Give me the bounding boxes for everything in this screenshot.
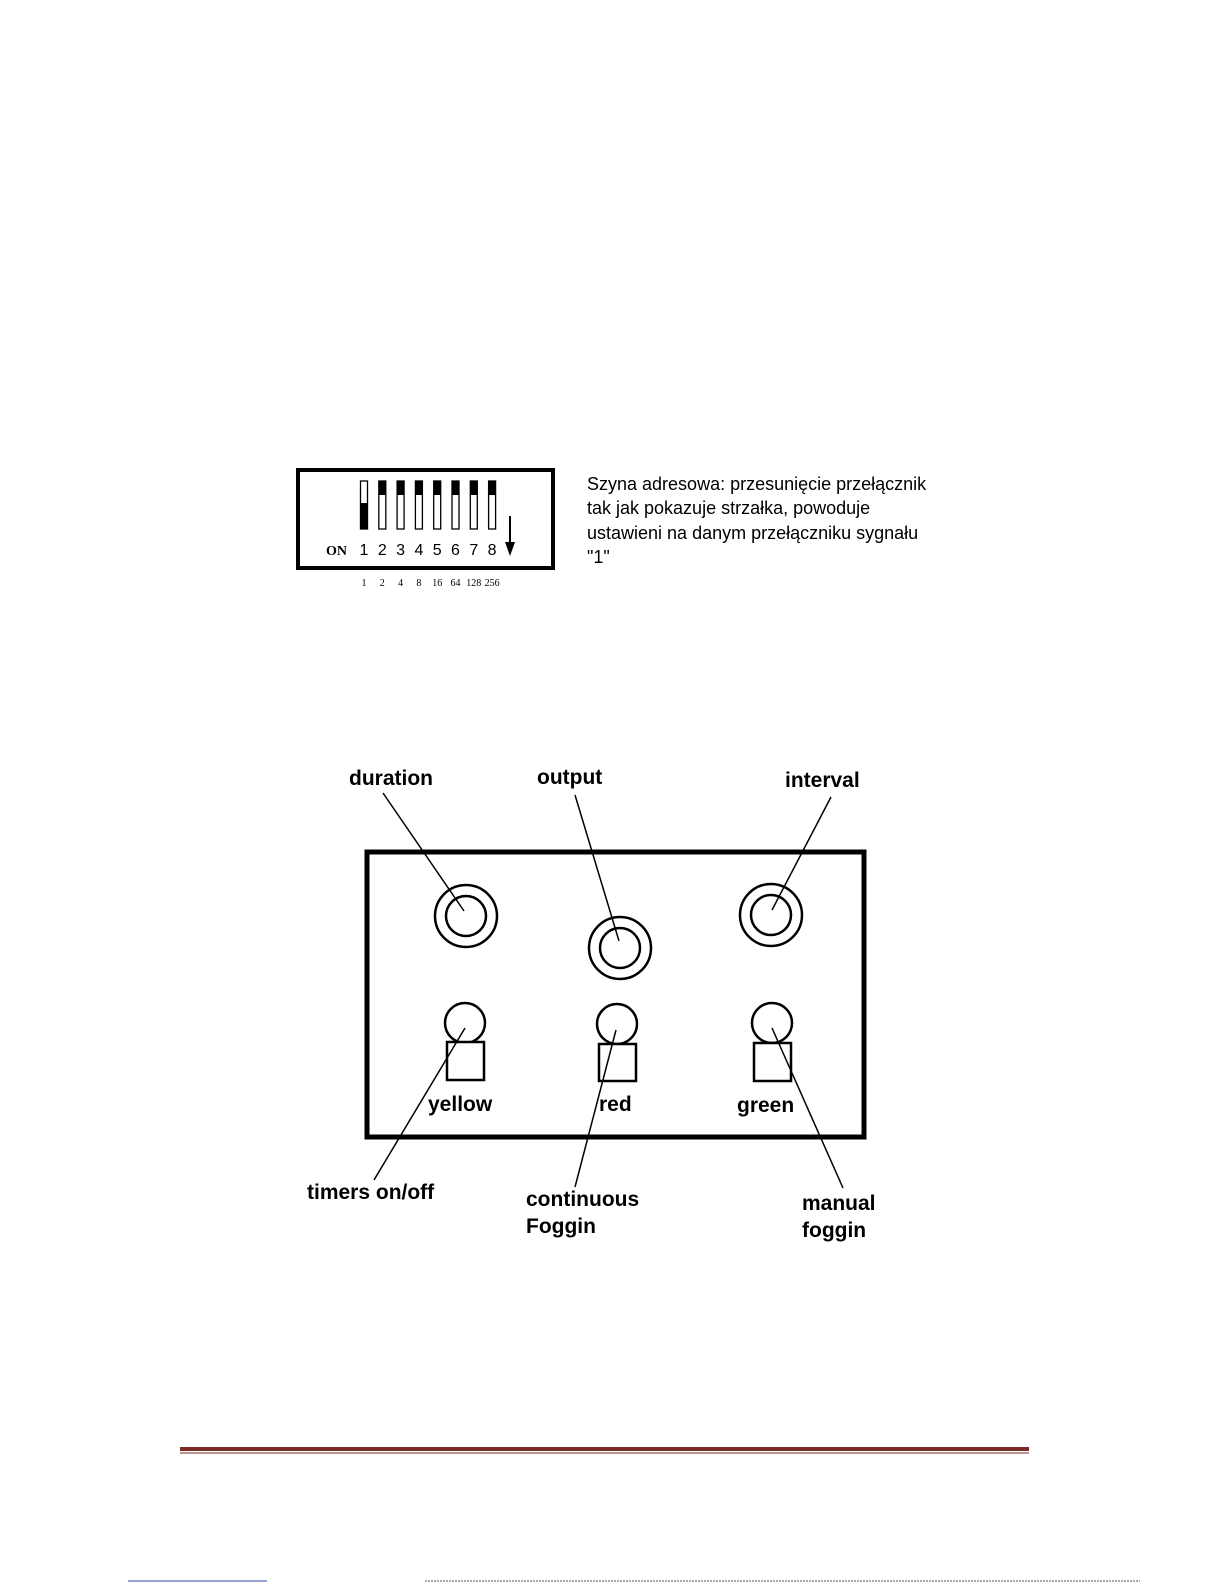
- page-footer: [128, 1447, 1140, 1581]
- foggin-label: Foggin: [526, 1215, 596, 1238]
- dip-switch-8: [489, 481, 496, 529]
- dip-switch-number: 6: [451, 542, 460, 559]
- dip-switch-knob: [470, 481, 477, 495]
- timers-label: timers on/off: [307, 1181, 435, 1204]
- output-leader: [575, 795, 619, 941]
- dip-switch-5: [434, 481, 441, 529]
- dip-bit-value: 4: [398, 578, 403, 589]
- dip-switch-7: [470, 481, 477, 529]
- dip-switch-number: 1: [360, 542, 369, 559]
- continuous-label: continuous: [526, 1188, 639, 1211]
- dip-switch-3: [397, 481, 404, 529]
- yellow-label: yellow: [428, 1093, 493, 1116]
- description-line: "1": [587, 547, 610, 567]
- green-label: green: [737, 1094, 794, 1117]
- arrow-down-icon: [505, 516, 515, 556]
- dip-description: Szyna adresowa: przesunięcie przełącznik…: [587, 474, 927, 567]
- red-led: [597, 1004, 637, 1044]
- dip-switch-knob: [415, 481, 422, 495]
- dip-switch-number: 2: [378, 542, 387, 559]
- control-panel: yellow red green: [367, 852, 864, 1137]
- description-line: Szyna adresowa: przesunięcie przełącznik: [587, 474, 927, 494]
- duration-knob: [435, 885, 497, 947]
- dip-switch-number: 7: [469, 542, 478, 559]
- dip-switch-knob: [452, 481, 459, 495]
- dip-switch-number: 5: [433, 542, 442, 559]
- red-label: red: [599, 1093, 632, 1116]
- dip-bit-value: 128: [466, 578, 481, 589]
- description-line: tak jak pokazuje strzałka, powoduje: [587, 498, 870, 518]
- dip-bit-value: 2: [380, 578, 385, 589]
- footer-rule: [180, 1447, 1029, 1451]
- dip-switch-4: [415, 481, 422, 529]
- output-knob: [589, 917, 651, 979]
- manual-switch: [754, 1043, 791, 1081]
- duration-label: duration: [349, 767, 433, 790]
- description-line: ustawieni na danym przełączniku sygnału: [587, 523, 918, 543]
- green-led: [752, 1003, 792, 1043]
- output-label: output: [537, 766, 602, 789]
- dip-switch-knob: [379, 481, 386, 495]
- dip-switch-bank: [361, 481, 496, 529]
- yellow-led: [445, 1003, 485, 1043]
- dip-switch-1: [361, 481, 368, 529]
- dip-bit-value: 64: [451, 578, 461, 589]
- dip-switch-2: [379, 481, 386, 529]
- dip-switch-number: 8: [488, 542, 497, 559]
- manual-label: manual: [802, 1192, 876, 1215]
- dip-switch-number: 3: [396, 542, 405, 559]
- dip-bit-value: 256: [485, 578, 500, 589]
- dip-bit-values: 1 2 4 8 16 64 128 256: [362, 578, 500, 589]
- dip-switch-knob: [489, 481, 496, 495]
- dip-bit-value: 1: [362, 578, 367, 589]
- dip-bit-value: 8: [416, 578, 421, 589]
- dip-switch-number: 4: [414, 542, 423, 559]
- dip-bit-value: 16: [432, 578, 442, 589]
- interval-knob: [740, 884, 802, 946]
- dip-switch-knob: [397, 481, 404, 495]
- dip-on-label: ON: [326, 544, 347, 559]
- dip-switch-knob: [361, 503, 368, 529]
- callout-labels: duration output interval timers on/off c…: [307, 766, 876, 1242]
- interval-label: interval: [785, 769, 860, 792]
- manual-foggin-label: foggin: [802, 1219, 866, 1242]
- dip-switch-6: [452, 481, 459, 529]
- dip-switch-knob: [434, 481, 441, 495]
